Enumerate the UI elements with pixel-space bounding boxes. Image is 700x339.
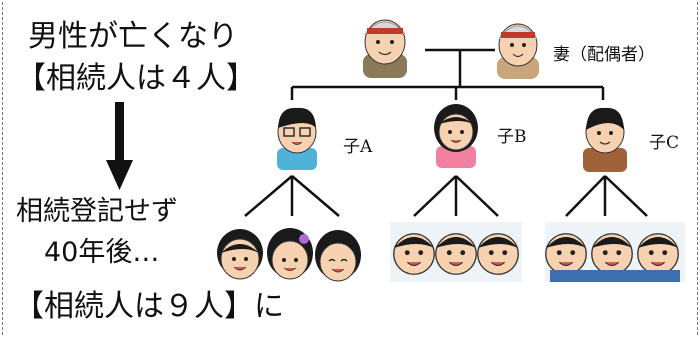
- child-b-label: 子B: [497, 127, 527, 147]
- grandfather-icon: [363, 19, 407, 78]
- grandchildren-group-a: [217, 228, 361, 282]
- no-registration-caption: 相続登記せず: [16, 196, 178, 227]
- forty-years-caption: 40年後…: [44, 237, 160, 268]
- dashed-border: [2, 2, 698, 335]
- child-a-label: 子A: [343, 137, 373, 157]
- child-c-icon: [583, 107, 627, 172]
- grandchildren-group-b: [390, 222, 522, 282]
- heirs-nine-caption: 【相続人は９人】に: [14, 289, 284, 324]
- grandchildren-group-c: [545, 222, 685, 282]
- child-b-icon: [434, 104, 478, 168]
- child-a-icon: [277, 107, 317, 170]
- death-caption: 男性が亡くなり: [28, 19, 238, 54]
- spouse-label: 妻（配偶者）: [553, 45, 655, 65]
- tree-lines: [244, 48, 648, 217]
- heirs-four-caption: 【相続人は４人】: [16, 61, 256, 96]
- child-c-label: 子C: [649, 133, 680, 153]
- grandchild-a1-icon: [217, 229, 263, 280]
- grandchild-a2-icon: [267, 228, 313, 280]
- grandmother-icon: [497, 23, 539, 79]
- down-arrow-icon: [106, 102, 133, 190]
- grandchild-a3-icon: [315, 230, 361, 282]
